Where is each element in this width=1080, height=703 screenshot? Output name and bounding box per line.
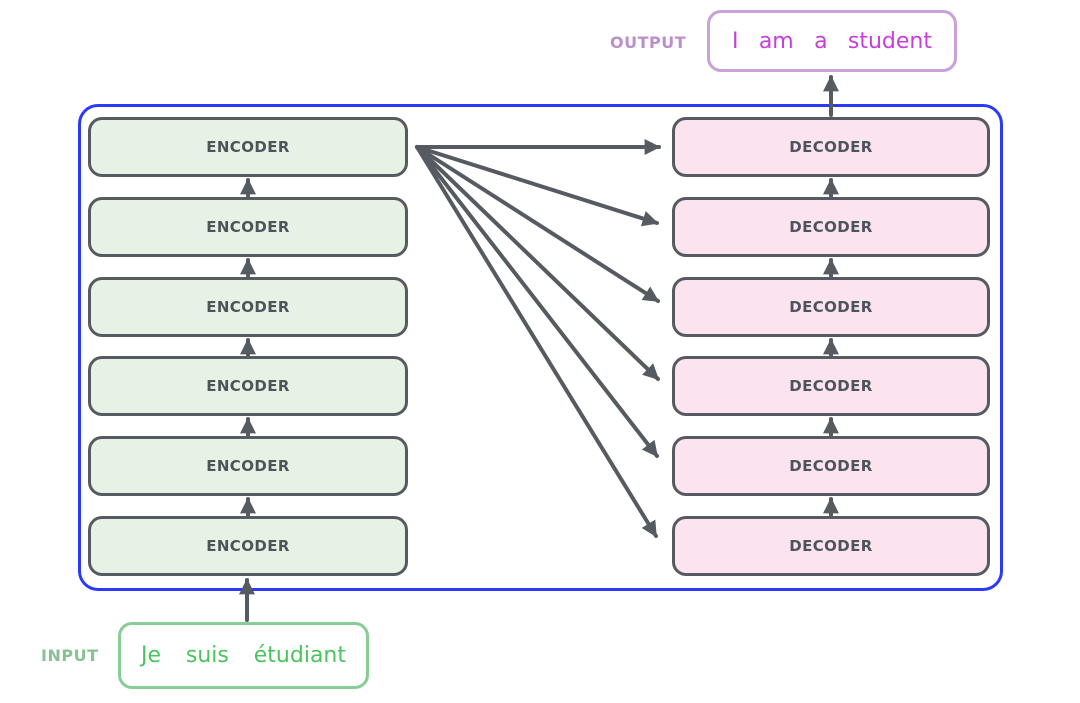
decoder-box-2: DECODER	[672, 197, 990, 257]
encoder-box-6: ENCODER	[88, 516, 408, 576]
output-token: am	[758, 28, 794, 54]
encoder-box-label: ENCODER	[206, 537, 290, 555]
input-token: suis	[185, 643, 229, 668]
encoder-box-1: ENCODER	[88, 117, 408, 177]
output-token: I	[732, 28, 739, 54]
encoder-box-label: ENCODER	[206, 138, 290, 156]
encoder-box-label: ENCODER	[206, 377, 290, 395]
input-box: Je suis étudiant	[118, 622, 369, 689]
output-box: I am a student	[707, 10, 957, 72]
encoder-box-5: ENCODER	[88, 436, 408, 496]
encoder-box-2: ENCODER	[88, 197, 408, 257]
decoder-box-6: DECODER	[672, 516, 990, 576]
encoder-box-label: ENCODER	[206, 218, 290, 236]
decoder-box-1: DECODER	[672, 117, 990, 177]
output-token: a	[814, 28, 828, 54]
decoder-box-label: DECODER	[789, 298, 873, 316]
input-token: Je	[141, 643, 162, 668]
decoder-box-label: DECODER	[789, 377, 873, 395]
transformer-container-border	[78, 104, 1003, 591]
decoder-box-label: DECODER	[789, 218, 873, 236]
decoder-box-label: DECODER	[789, 537, 873, 555]
input-label: INPUT	[41, 646, 99, 665]
input-token: étudiant	[253, 643, 346, 668]
output-token: student	[847, 28, 932, 54]
decoder-box-label: DECODER	[789, 138, 873, 156]
decoder-box-label: DECODER	[789, 457, 873, 475]
encoder-box-4: ENCODER	[88, 356, 408, 416]
decoder-box-4: DECODER	[672, 356, 990, 416]
output-label: OUTPUT	[610, 33, 687, 52]
encoder-box-label: ENCODER	[206, 457, 290, 475]
encoder-box-3: ENCODER	[88, 277, 408, 337]
encoder-box-label: ENCODER	[206, 298, 290, 316]
decoder-box-3: DECODER	[672, 277, 990, 337]
decoder-box-5: DECODER	[672, 436, 990, 496]
